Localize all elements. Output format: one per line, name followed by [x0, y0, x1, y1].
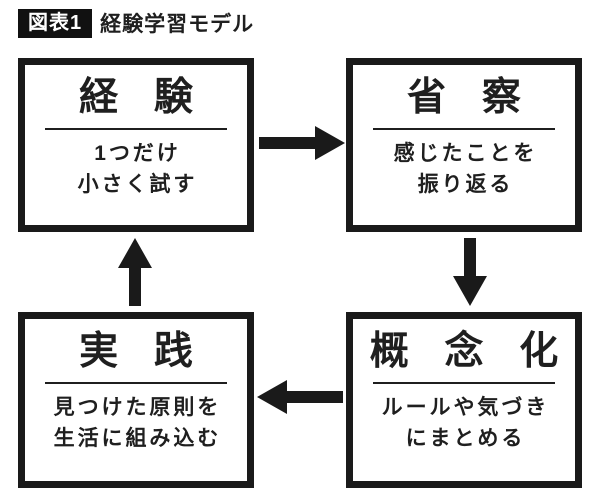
box-conceptualization: 概 念 化 ルールや気づき にまとめる: [346, 312, 582, 488]
box-subtitle-line: にまとめる: [405, 427, 526, 451]
figure-badge: 図表1: [18, 8, 93, 38]
figure-title: 経験学習モデル: [100, 13, 255, 36]
box-divider: [372, 127, 556, 130]
box-subtitle-line: 見つけた原則を: [53, 395, 222, 419]
box-subtitle-line: 1つだけ: [94, 141, 181, 165]
arrow-right-icon: [259, 126, 345, 160]
box-subtitle-line: ルールや気づき: [381, 395, 550, 419]
box-subtitle: 見つけた原則を 生活に組み込む: [51, 392, 222, 455]
box-subtitle-line: 感じたことを: [393, 141, 538, 165]
arrow-left-icon: [257, 380, 343, 414]
box-title: 実 践: [79, 330, 206, 373]
box-reflection: 省 察 感じたことを 振り返る: [346, 58, 582, 232]
box-divider: [44, 127, 228, 130]
box-subtitle: 1つだけ 小さく試す: [75, 138, 198, 201]
box-subtitle-line: 生活に組み込む: [53, 427, 222, 451]
arrow-up-icon: [118, 238, 152, 306]
arrow-down-icon: [453, 238, 487, 306]
box-subtitle: ルールや気づき にまとめる: [379, 392, 550, 455]
box-practice: 実 践 見つけた原則を 生活に組み込む: [18, 312, 254, 488]
box-subtitle-line: 振り返る: [417, 173, 514, 197]
box-title: 経 験: [79, 76, 206, 119]
box-title: 概 念 化: [369, 330, 571, 373]
box-divider: [44, 381, 228, 384]
box-subtitle-line: 小さく試す: [77, 173, 198, 197]
box-divider: [372, 381, 556, 384]
box-title: 省 察: [407, 76, 534, 119]
box-subtitle: 感じたことを 振り返る: [391, 138, 538, 201]
figure-header: 図表1 経験学習モデル: [18, 8, 254, 38]
box-experience: 経 験 1つだけ 小さく試す: [18, 58, 254, 232]
